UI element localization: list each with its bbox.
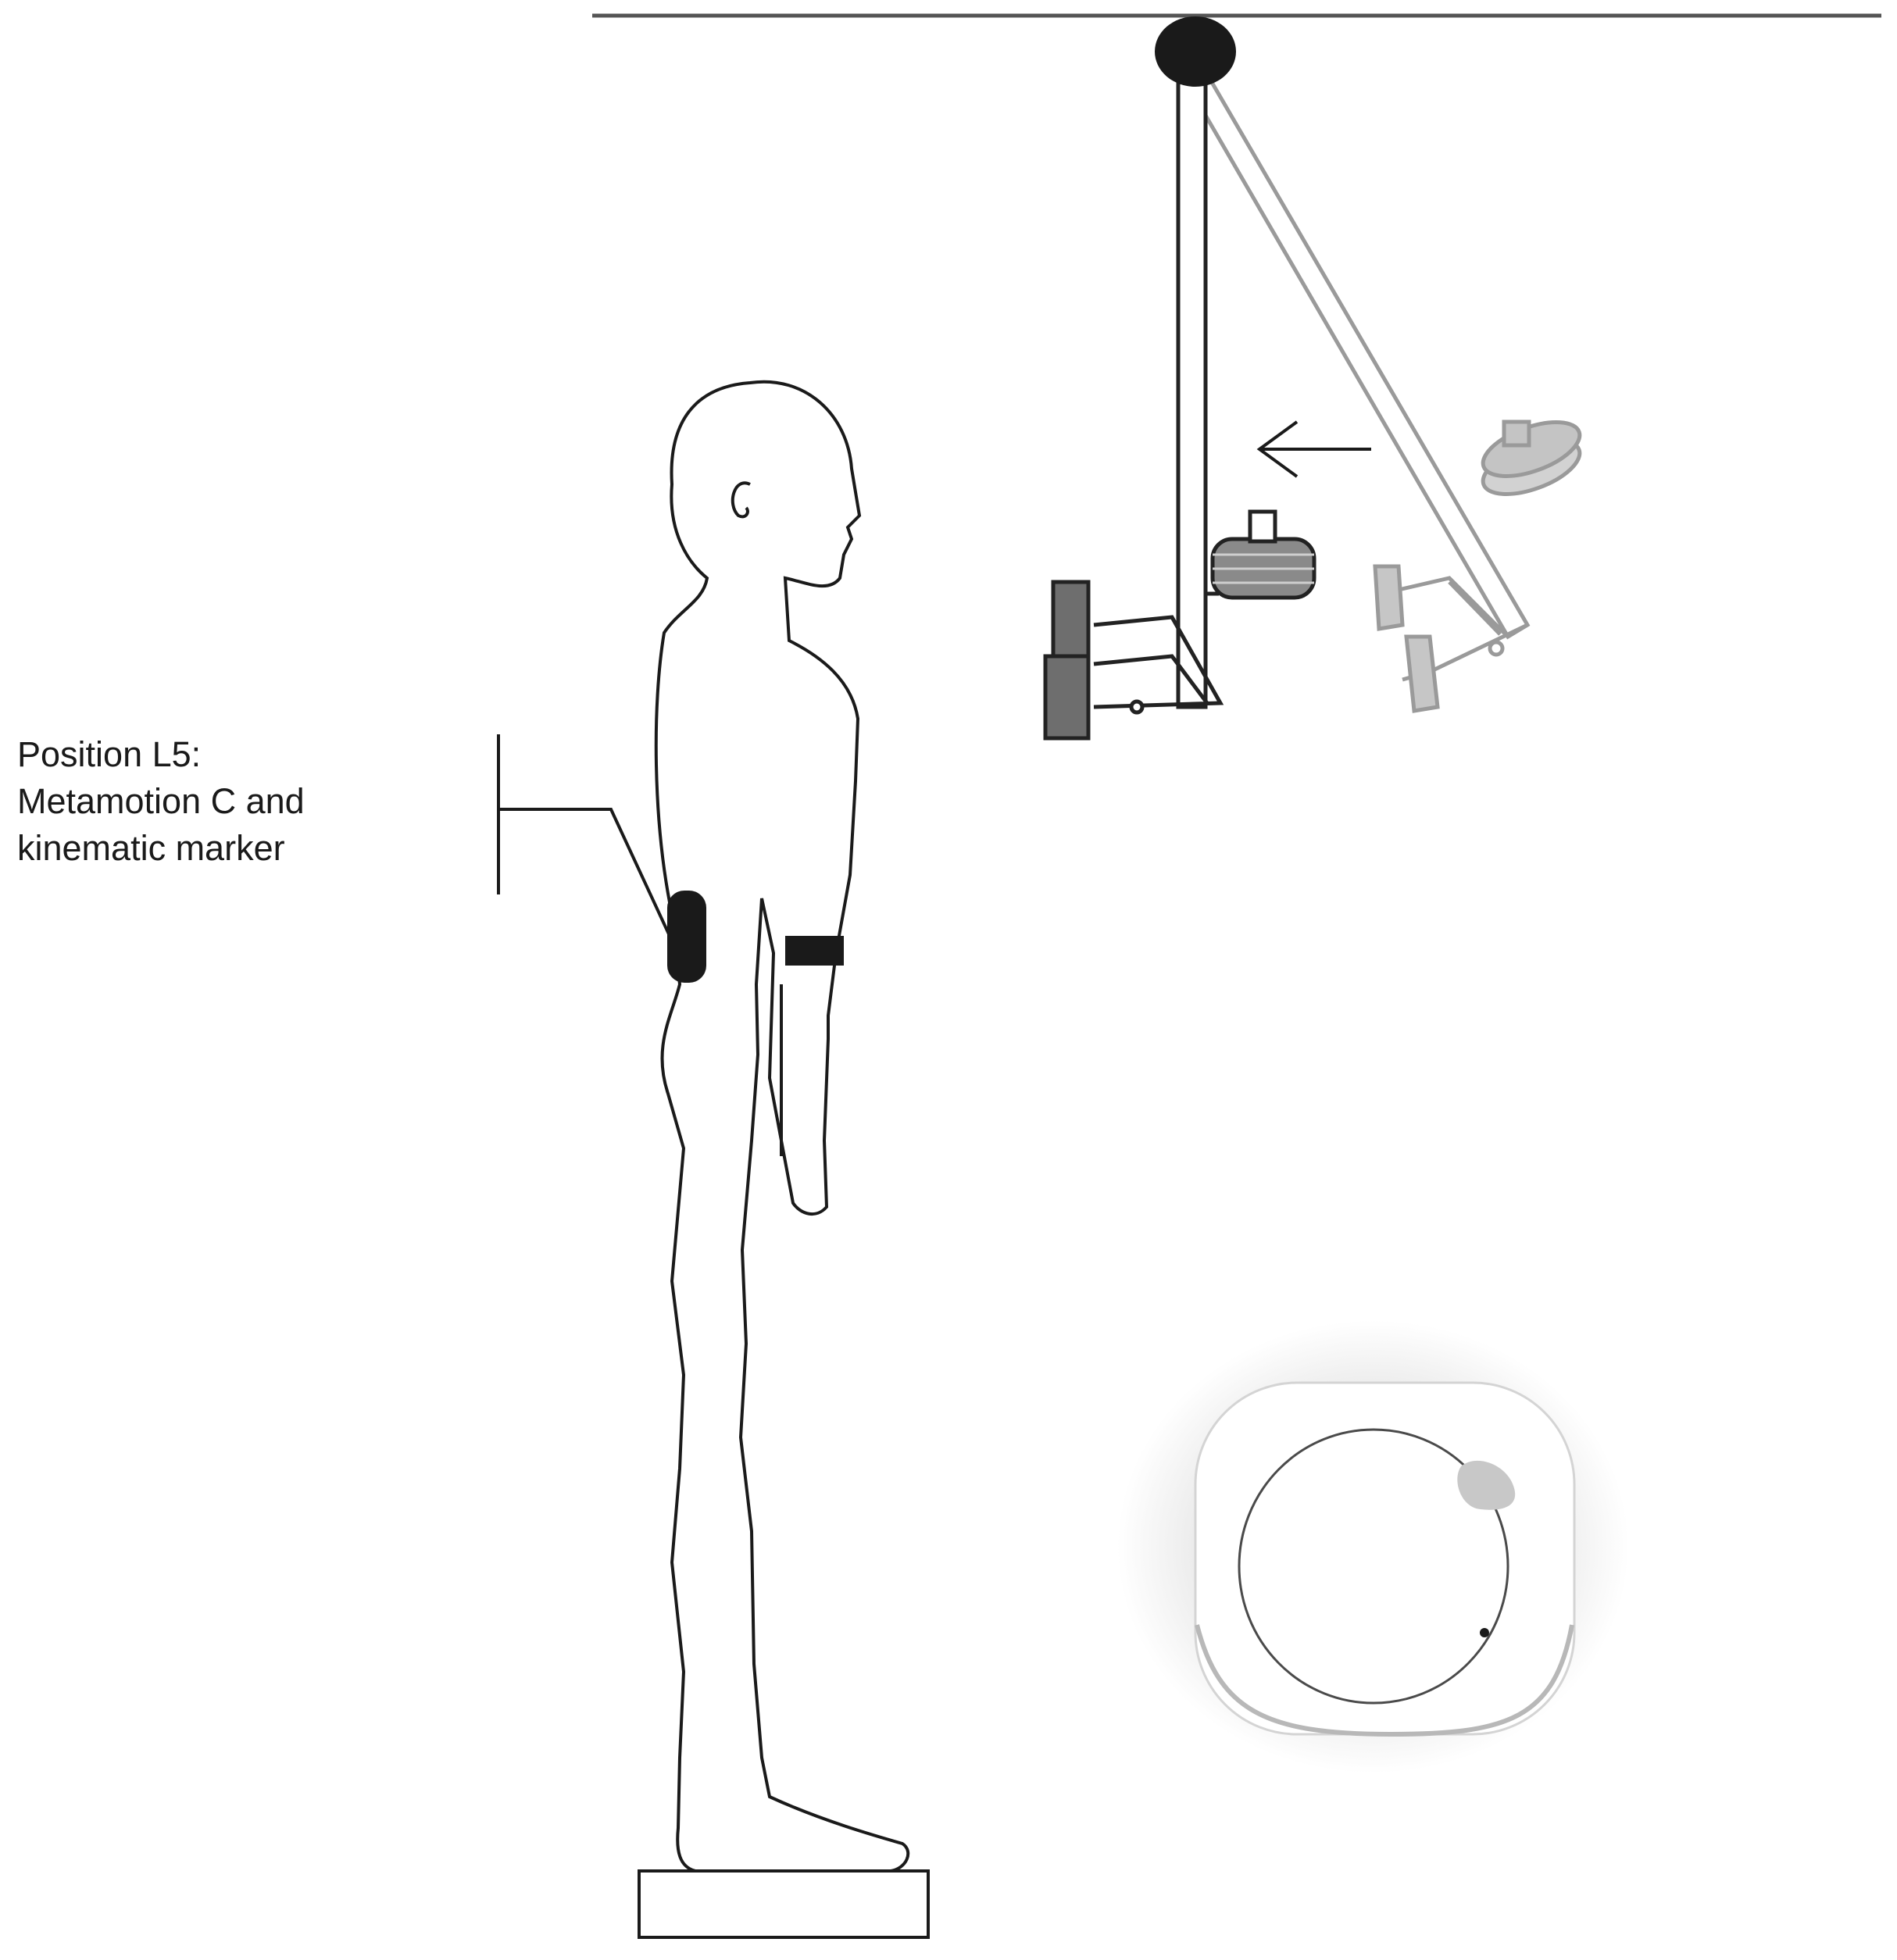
pivot-joint-icon	[1155, 16, 1236, 87]
sensor-button	[1457, 1460, 1516, 1510]
sensor-led	[1480, 1628, 1489, 1637]
metamotion-sensor-icon	[1117, 1320, 1629, 1773]
person-outline	[654, 380, 910, 1873]
weight-plates-previous	[1481, 419, 1582, 496]
label-line-1: Position L5:	[17, 734, 202, 774]
l5-sensor-marker	[667, 891, 706, 983]
label-line-2: Metamotion C and	[17, 781, 305, 821]
pendulum-current-position	[1043, 72, 1316, 741]
pelvic-belt	[785, 936, 844, 966]
left-arrow-icon	[1256, 420, 1371, 478]
force-platform	[638, 1869, 930, 1939]
sensor-position-label: Position L5: Metamotion C and kinematic …	[17, 731, 455, 872]
label-line-3: kinematic marker	[17, 828, 285, 868]
weight-plates-current	[1210, 509, 1316, 600]
handle-grips-current	[1043, 580, 1091, 741]
annotation-leader-line	[497, 734, 672, 938]
handle-grips-previous	[1373, 564, 1440, 713]
pendulum-previous-position	[1184, 71, 1582, 713]
